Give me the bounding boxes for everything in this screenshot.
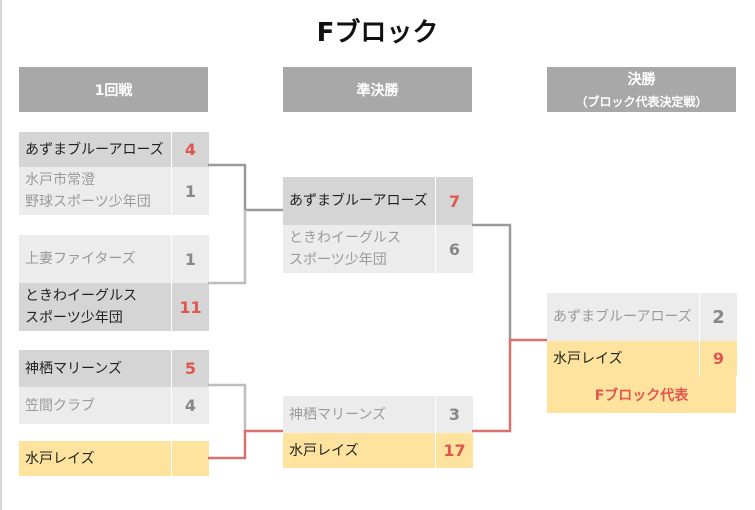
semi-team-name: 神栖マリーンズ: [283, 396, 435, 433]
final-team-name: あずまブルーアローズ: [547, 293, 699, 341]
round1-team-name: 神栖マリーンズ: [19, 350, 171, 387]
round1-team-name: あずまブルーアローズ: [19, 132, 171, 167]
semi-team-score: 7: [436, 177, 473, 225]
semi-team-name: ときわイーグルス スポーツ少年団: [283, 225, 435, 273]
header-semifinal: 準決勝: [283, 67, 472, 112]
block-representative-label: Fブロック代表: [547, 376, 736, 413]
bracket-line-semi-top: [472, 223, 512, 340]
header-final: 決勝 （ブロック代表決定戦）: [547, 67, 736, 112]
round1-team-name: 上妻ファイターズ: [19, 235, 171, 283]
final-team-score: 9: [700, 341, 737, 376]
bracket-line-r1-d-red: [208, 429, 283, 460]
header-final-sublabel: （ブロック代表決定戦）: [575, 95, 708, 109]
semi-team-score: 3: [436, 396, 473, 433]
round1-team-score: 11: [172, 283, 209, 331]
round1-team-score: 4: [172, 132, 209, 167]
header-round1: 1回戦: [19, 67, 208, 112]
round1-team-score: 1: [172, 167, 209, 215]
final-team-name: 水戸レイズ: [547, 341, 699, 376]
bracket-line-r1-a-top: [208, 163, 283, 212]
left-edge-line: [0, 0, 2, 510]
semi-team-score: 17: [436, 433, 473, 468]
header-round1-label: 1回戦: [94, 82, 133, 99]
round1-match-row: 水戸レイズ: [19, 441, 209, 476]
semi-team-name: 水戸レイズ: [283, 433, 435, 468]
round1-team-score: 5: [172, 350, 209, 387]
round1-team-name: 笠間クラブ: [19, 387, 171, 424]
round1-team-score: [172, 441, 209, 476]
final-team-score: 2: [700, 293, 737, 341]
round1-team-name: 水戸レイズ: [19, 441, 171, 476]
bracket-line-semi-red: [472, 338, 547, 433]
bracket-line-r1-b-bottom: [208, 210, 247, 285]
header-semifinal-label: 準決勝: [356, 82, 399, 99]
semi-team-name: あずまブルーアローズ: [283, 177, 435, 225]
round1-team-score: 4: [172, 387, 209, 424]
semi-team-score: 6: [436, 225, 473, 273]
page-title: Fブロック: [316, 18, 439, 48]
round1-team-name: ときわイーグルス スポーツ少年団: [19, 283, 171, 331]
header-final-label: 決勝: [627, 72, 656, 88]
bracket-line-r1-c-top: [208, 383, 247, 431]
round1-team-name: 水戸市常澄 野球スポーツ少年団: [19, 167, 171, 215]
round1-team-score: 1: [172, 235, 209, 283]
